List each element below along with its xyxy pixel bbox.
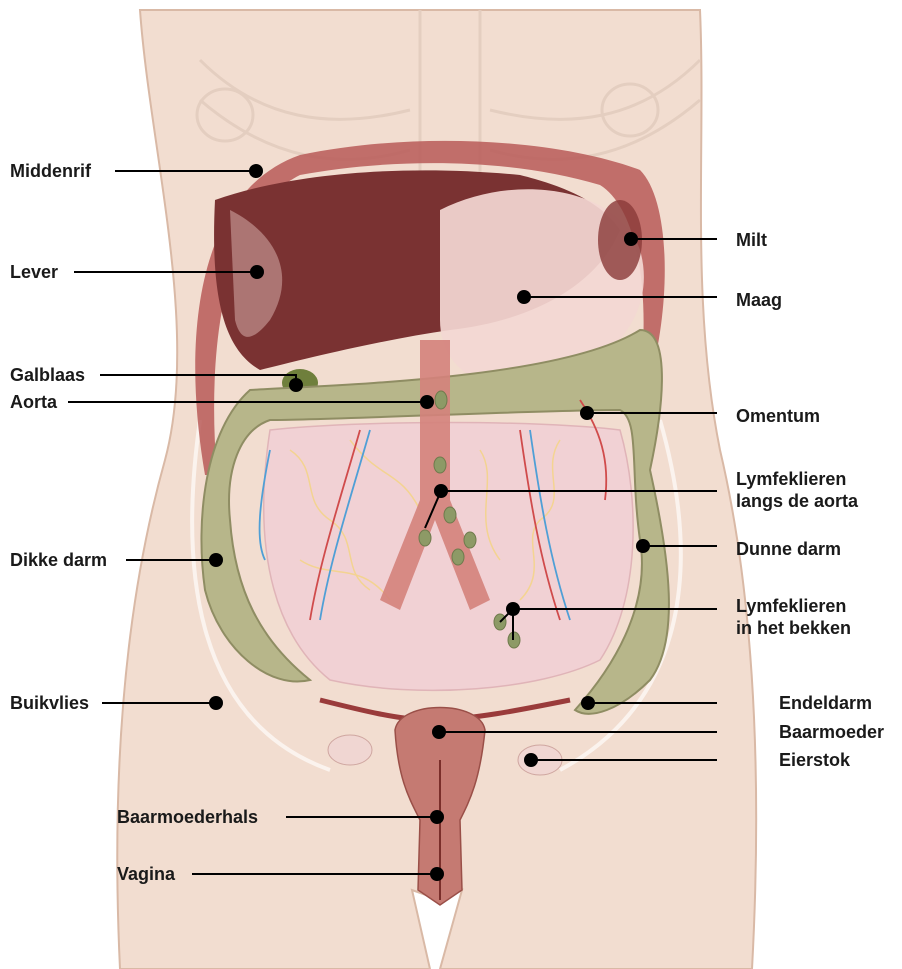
label-omentum: Omentum [736, 405, 820, 427]
label-dikke-darm: Dikke darm [10, 549, 107, 571]
label-lymfeklieren-bekken-line2: in het bekken [736, 617, 851, 639]
label-baarmoederhals: Baarmoederhals [117, 806, 258, 828]
label-galblaas: Galblaas [10, 364, 85, 386]
label-aorta: Aorta [10, 391, 57, 413]
label-lymfeklieren-aorta-line1: Lymfeklieren [736, 468, 858, 490]
label-lever: Lever [10, 261, 58, 283]
label-buikvlies: Buikvlies [10, 692, 89, 714]
label-endeldarm: Endeldarm [779, 692, 872, 714]
label-lymfeklieren-bekken: Lymfeklieren in het bekken [736, 595, 851, 639]
label-lymfeklieren-aorta-line2: langs de aorta [736, 490, 858, 512]
ovary-left [328, 735, 372, 765]
label-dunne-darm: Dunne darm [736, 538, 841, 560]
label-vagina: Vagina [117, 863, 175, 885]
label-maag: Maag [736, 289, 782, 311]
label-milt: Milt [736, 229, 767, 251]
label-lymfeklieren-bekken-line1: Lymfeklieren [736, 595, 851, 617]
label-baarmoeder: Baarmoeder [779, 721, 884, 743]
label-lymfeklieren-aorta: Lymfeklieren langs de aorta [736, 468, 858, 512]
label-middenrif: Middenrif [10, 160, 91, 182]
label-eierstok: Eierstok [779, 749, 850, 771]
